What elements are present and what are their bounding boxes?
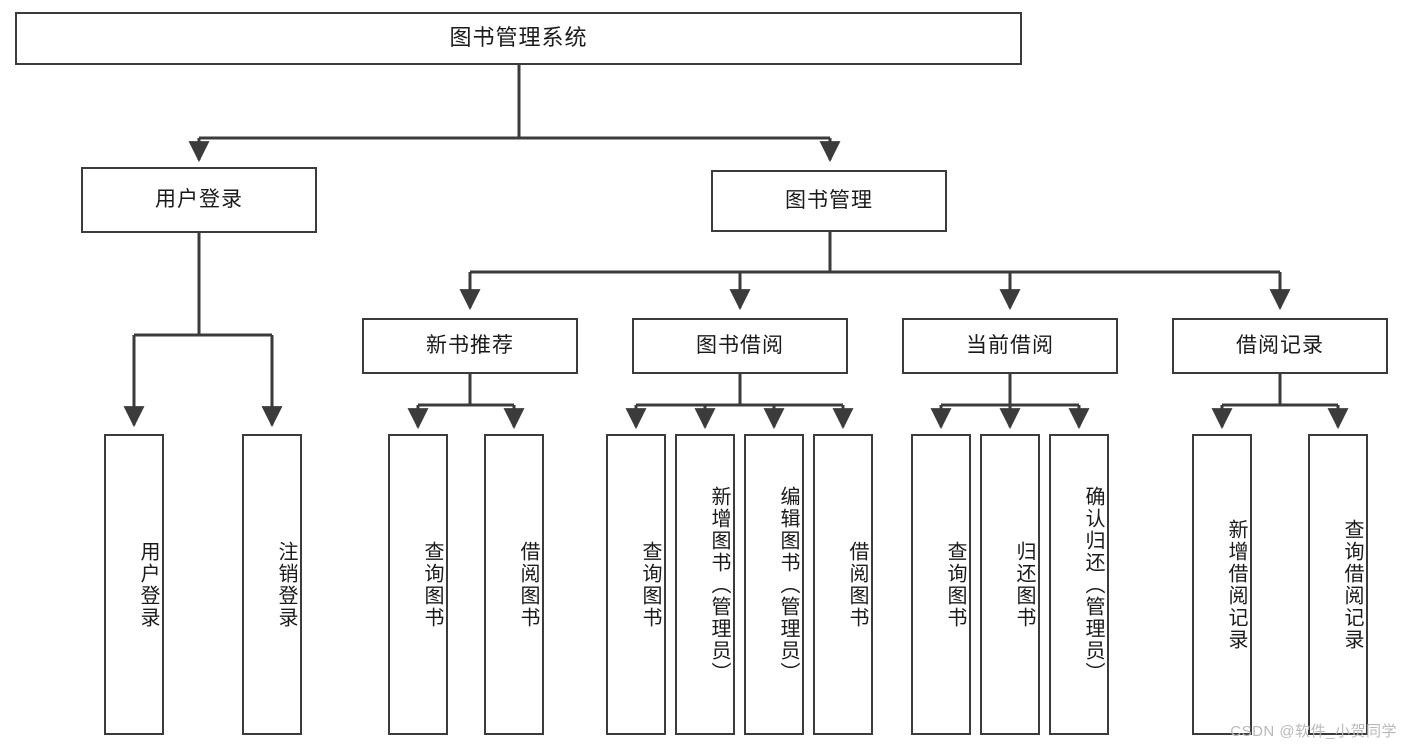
leaf-current-borrow-confirm-admin[interactable]: 确认归还（管理员） <box>1049 434 1109 735</box>
node-label: 查询图书 <box>639 540 661 629</box>
node-current-borrow[interactable]: 当前借阅 <box>902 318 1118 374</box>
node-label: 新书推荐 <box>426 334 514 358</box>
leaf-book-borrow-add-admin[interactable]: 新增图书（管理员） <box>675 434 735 735</box>
node-label: 查询借阅记录 <box>1341 518 1363 651</box>
node-root-book-management-system[interactable]: 图书管理系统 <box>15 12 1022 65</box>
node-label: 借阅记录 <box>1236 334 1324 358</box>
node-label: 归还图书 <box>1013 540 1035 629</box>
node-label: 借阅图书 <box>517 540 539 629</box>
node-label: 新增图书（管理员） <box>708 485 730 684</box>
leaf-borrow-record-query[interactable]: 查询借阅记录 <box>1308 434 1368 735</box>
leaf-user-login-login[interactable]: 用户登录 <box>104 434 164 735</box>
node-user-login[interactable]: 用户登录 <box>81 167 317 233</box>
leaf-user-login-logout[interactable]: 注销登录 <box>242 434 302 735</box>
leaf-book-borrow-borrow[interactable]: 借阅图书 <box>813 434 873 735</box>
node-book-management[interactable]: 图书管理 <box>711 170 947 232</box>
node-label: 图书管理系统 <box>449 25 588 51</box>
leaf-new-book-query[interactable]: 查询图书 <box>388 434 448 735</box>
node-label: 查询图书 <box>944 540 966 629</box>
node-label: 新增借阅记录 <box>1225 518 1247 651</box>
leaf-current-borrow-return[interactable]: 归还图书 <box>980 434 1040 735</box>
node-label: 借阅图书 <box>846 540 868 629</box>
node-label: 图书管理 <box>785 189 873 213</box>
node-borrow-records[interactable]: 借阅记录 <box>1172 318 1388 374</box>
leaf-new-book-borrow[interactable]: 借阅图书 <box>484 434 544 735</box>
node-label: 用户登录 <box>137 540 159 629</box>
node-label: 查询图书 <box>421 540 443 629</box>
leaf-book-borrow-query[interactable]: 查询图书 <box>606 434 666 735</box>
node-label: 图书借阅 <box>696 334 784 358</box>
leaf-borrow-record-add[interactable]: 新增借阅记录 <box>1192 434 1252 735</box>
node-new-book-recommend[interactable]: 新书推荐 <box>362 318 578 374</box>
node-label: 用户登录 <box>155 188 243 212</box>
node-label: 编辑图书（管理员） <box>777 485 799 684</box>
node-book-borrow[interactable]: 图书借阅 <box>632 318 848 374</box>
node-label: 注销登录 <box>275 540 297 629</box>
leaf-current-borrow-query[interactable]: 查询图书 <box>911 434 971 735</box>
leaf-book-borrow-edit-admin[interactable]: 编辑图书（管理员） <box>744 434 804 735</box>
node-label: 当前借阅 <box>966 334 1054 358</box>
node-label: 确认归还（管理员） <box>1082 485 1104 684</box>
